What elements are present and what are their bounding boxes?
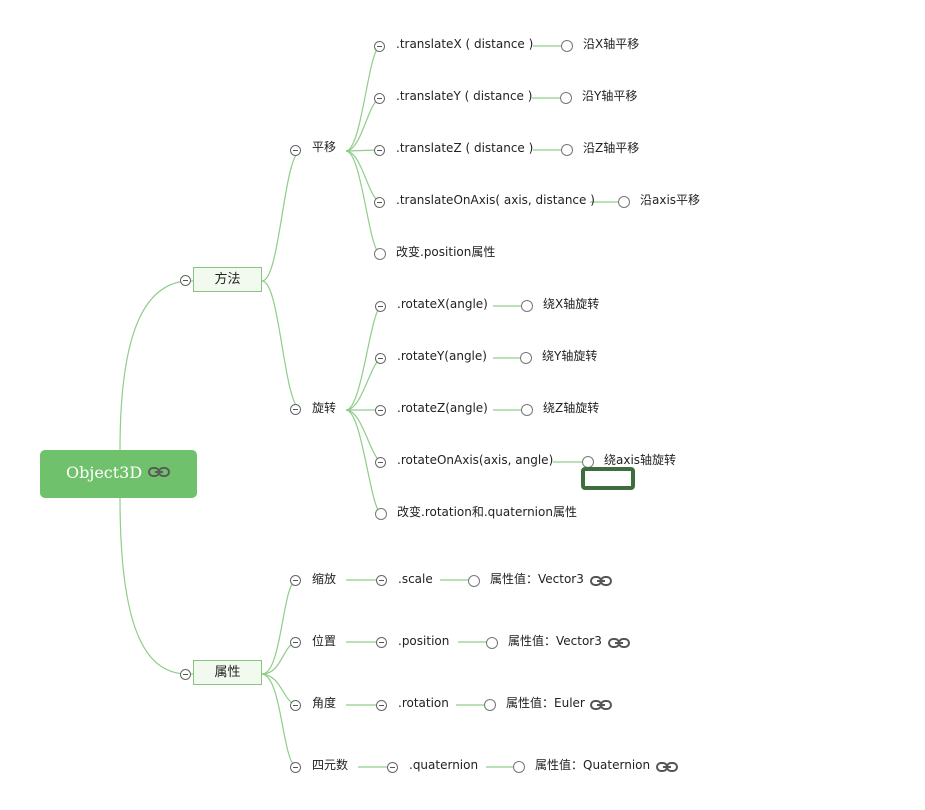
- expand-circle-icon[interactable]: [374, 248, 386, 260]
- topic-translate[interactable]: 平移: [312, 140, 337, 154]
- method-translatey[interactable]: .translateY ( distance ): [396, 89, 533, 103]
- method-translateonaxis[interactable]: .translateOnAxis( axis, distance ): [396, 193, 595, 207]
- root-node-label: Object3D: [66, 463, 143, 482]
- method-translatex[interactable]: .translateX ( distance ): [396, 37, 534, 51]
- property-scale-label[interactable]: 缩放: [312, 572, 337, 586]
- collapse-icon[interactable]: [290, 637, 301, 648]
- collapse-icon[interactable]: [374, 145, 385, 156]
- collapse-icon[interactable]: [375, 353, 386, 364]
- link-icon[interactable]: [590, 699, 612, 711]
- method-rotateonaxis[interactable]: .rotateOnAxis(axis, angle): [397, 453, 554, 467]
- selected-empty-node[interactable]: [581, 467, 635, 490]
- link-icon[interactable]: [590, 575, 612, 587]
- collapse-icon[interactable]: [290, 145, 301, 156]
- expand-circle-icon[interactable]: [561, 144, 573, 156]
- property-scale[interactable]: .scale: [398, 572, 433, 586]
- expand-circle-icon[interactable]: [618, 196, 630, 208]
- branch-node-properties[interactable]: 属性: [193, 660, 262, 685]
- property-scale-value[interactable]: 属性值：Vector3: [490, 572, 584, 586]
- expand-circle-icon[interactable]: [484, 699, 496, 711]
- property-rotation[interactable]: .rotation: [398, 696, 449, 710]
- collapse-icon[interactable]: [290, 700, 301, 711]
- property-position-value[interactable]: 属性值：Vector3: [508, 634, 602, 648]
- expand-circle-icon[interactable]: [468, 575, 480, 587]
- expand-circle-icon[interactable]: [520, 352, 532, 364]
- expand-circle-icon[interactable]: [375, 508, 387, 520]
- desc-rotatez[interactable]: 绕Z轴旋转: [543, 401, 600, 415]
- link-icon[interactable]: [148, 466, 170, 478]
- link-icon[interactable]: [656, 761, 678, 773]
- collapse-icon[interactable]: [376, 637, 387, 648]
- desc-rotatey[interactable]: 绕Y轴旋转: [542, 349, 598, 363]
- desc-translatez[interactable]: 沿Z轴平移: [583, 141, 640, 155]
- expand-circle-icon[interactable]: [521, 404, 533, 416]
- desc-translatex[interactable]: 沿X轴平移: [583, 37, 640, 51]
- desc-translateonaxis[interactable]: 沿axis平移: [640, 193, 701, 207]
- collapse-icon[interactable]: [290, 404, 301, 415]
- collapse-icon[interactable]: [374, 41, 385, 52]
- expand-circle-icon[interactable]: [560, 92, 572, 104]
- property-quaternion-label[interactable]: 四元数: [312, 758, 349, 772]
- branch-node-methods[interactable]: 方法: [193, 267, 262, 292]
- collapse-icon[interactable]: [290, 575, 301, 586]
- collapse-icon[interactable]: [180, 275, 191, 286]
- expand-circle-icon[interactable]: [561, 40, 573, 52]
- property-rotation-value[interactable]: 属性值：Euler: [506, 696, 585, 710]
- property-quaternion-value[interactable]: 属性值：Quaternion: [535, 758, 651, 772]
- expand-circle-icon[interactable]: [486, 637, 498, 649]
- expand-circle-icon[interactable]: [521, 300, 533, 312]
- method-change-rotation-quaternion[interactable]: 改变.rotation和.quaternion属性: [397, 505, 577, 519]
- collapse-icon[interactable]: [374, 197, 385, 208]
- desc-rotatex[interactable]: 绕X轴旋转: [543, 297, 600, 311]
- collapse-icon[interactable]: [374, 93, 385, 104]
- desc-rotateonaxis[interactable]: 绕axis轴旋转: [604, 453, 677, 467]
- collapse-icon[interactable]: [375, 405, 386, 416]
- method-translatez[interactable]: .translateZ ( distance ): [396, 141, 534, 155]
- method-rotatez[interactable]: .rotateZ(angle): [397, 401, 488, 415]
- method-change-position[interactable]: 改变.position属性: [396, 245, 496, 259]
- root-node-object3d[interactable]: Object3D: [40, 450, 197, 498]
- collapse-icon[interactable]: [290, 762, 301, 773]
- property-quaternion[interactable]: .quaternion: [409, 758, 479, 772]
- method-rotatex[interactable]: .rotateX(angle): [397, 297, 488, 311]
- collapse-icon[interactable]: [375, 457, 386, 468]
- topic-rotate[interactable]: 旋转: [312, 401, 337, 415]
- expand-circle-icon[interactable]: [513, 761, 525, 773]
- property-position[interactable]: .position: [398, 634, 450, 648]
- property-rotation-label[interactable]: 角度: [312, 696, 337, 710]
- desc-translatey[interactable]: 沿Y轴平移: [582, 89, 638, 103]
- collapse-icon[interactable]: [387, 762, 398, 773]
- collapse-icon[interactable]: [376, 575, 387, 586]
- collapse-icon[interactable]: [375, 301, 386, 312]
- property-position-label[interactable]: 位置: [312, 634, 337, 648]
- method-rotatey[interactable]: .rotateY(angle): [397, 349, 487, 363]
- collapse-icon[interactable]: [180, 669, 191, 680]
- link-icon[interactable]: [608, 637, 630, 649]
- collapse-icon[interactable]: [376, 700, 387, 711]
